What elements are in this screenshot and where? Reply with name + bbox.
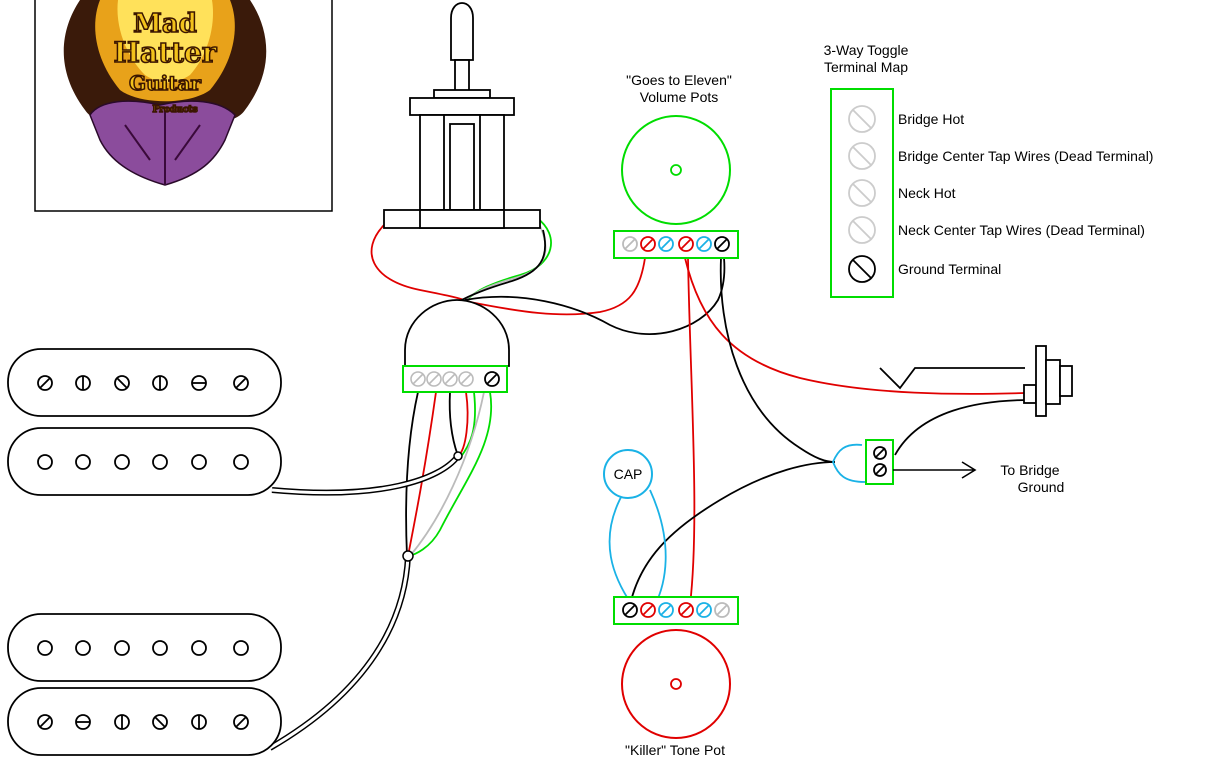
map-terminal-bridge-tap (848, 142, 876, 170)
wire-switch-down-black-2 (448, 391, 459, 457)
volume-pot (613, 115, 739, 259)
bridge-cable-inner (269, 555, 410, 750)
cap-label: CAP (613, 466, 643, 482)
switch-junction (402, 299, 510, 393)
bridge-pickup-poles (37, 640, 249, 656)
bridge-pickup (7, 613, 282, 756)
neck-cable-outer (271, 454, 461, 496)
bridge-ground-arrow (893, 461, 977, 479)
wire-toggle-black (457, 229, 547, 303)
wire-switch-down-black-1 (405, 391, 419, 557)
wire-volume-tone-red (687, 257, 696, 606)
bridge-ground-label-line-2: Ground (1017, 479, 1065, 495)
map-terminal-neck-hot (848, 179, 876, 207)
map-terminal-neck-tap (848, 216, 876, 244)
neck-pickup-poles (37, 454, 249, 470)
switch-terminals (410, 371, 500, 387)
wire-volume-jack-red (684, 257, 1026, 395)
neck-pickup-screws (37, 375, 249, 391)
map-terminal-bridge-hot (848, 105, 876, 133)
volume-pots-title-line-2: Volume Pots (639, 89, 719, 105)
wire-cap-leg-1 (608, 489, 633, 606)
ground-lug (865, 439, 977, 485)
wire-cap-leg-2 (649, 489, 667, 606)
wire-ground-lug-blue (832, 443, 866, 483)
logo-line-4: Products (152, 105, 197, 115)
bridge-ground-label: To Bridge Ground (975, 462, 1085, 496)
wires (268, 217, 1031, 751)
map-label-bridge-tap: Bridge Center Tap Wires (Dead Terminal) (898, 148, 1154, 164)
wire-switch-down-red-1 (407, 391, 437, 557)
map-label-bridge-hot: Bridge Hot (898, 111, 965, 127)
wire-switch-down-grey (409, 391, 485, 557)
map-label-ground: Ground Terminal (898, 261, 1002, 277)
wire-jack-ground (894, 399, 1031, 456)
tone-pot-terminals (622, 602, 730, 618)
wire-switch-volume-red (469, 257, 646, 316)
bridge-pickup-screws (37, 714, 249, 730)
terminal-map-title-line-1: 3-Way Toggle (823, 42, 909, 58)
volume-pots-title-line-1: "Goes to Eleven" (626, 72, 732, 88)
wire-toggle-red (370, 224, 471, 303)
map-label-neck-hot: Neck Hot (898, 185, 956, 201)
map-terminal-ground (848, 255, 876, 283)
output-jack (1023, 345, 1073, 417)
wire-volume-ground-black (719, 257, 836, 463)
wire-toggle-grey (461, 225, 547, 303)
capacitor (603, 449, 653, 499)
neck-cable-inner (271, 455, 460, 495)
terminal-map-title-line-2: Terminal Map (823, 59, 909, 75)
bridge-cable-outer (268, 555, 411, 751)
logo: Mad Hatter Guitar Products (34, 0, 333, 212)
terminal-map-title: 3-Way Toggle Terminal Map (786, 42, 946, 76)
wire-toggle-green (464, 217, 552, 303)
logo-line-2: Hatter (113, 36, 217, 69)
wire-switch-down-green-2 (407, 391, 493, 557)
wire-jack-tip (879, 367, 1025, 390)
volume-pots-title: "Goes to Eleven" Volume Pots (584, 72, 774, 106)
bridge-ground-label-line-1: To Bridge (1000, 462, 1060, 478)
logo-line-3: Guitar (129, 71, 201, 95)
terminal-map (830, 88, 894, 298)
tone-pot-title: "Killer" Tone Pot (625, 742, 725, 758)
volume-pot-terminals (622, 236, 730, 252)
logo-line-1: Mad (133, 9, 197, 39)
map-label-neck-tap: Neck Center Tap Wires (Dead Terminal) (898, 222, 1145, 238)
wire-switch-volume-black (464, 257, 726, 335)
wire-tone-ground-black (629, 461, 836, 606)
neck-pickup (7, 348, 282, 496)
wire-switch-down-red-2 (457, 391, 469, 457)
tone-pot (613, 596, 739, 739)
toggle-switch (383, 2, 541, 229)
